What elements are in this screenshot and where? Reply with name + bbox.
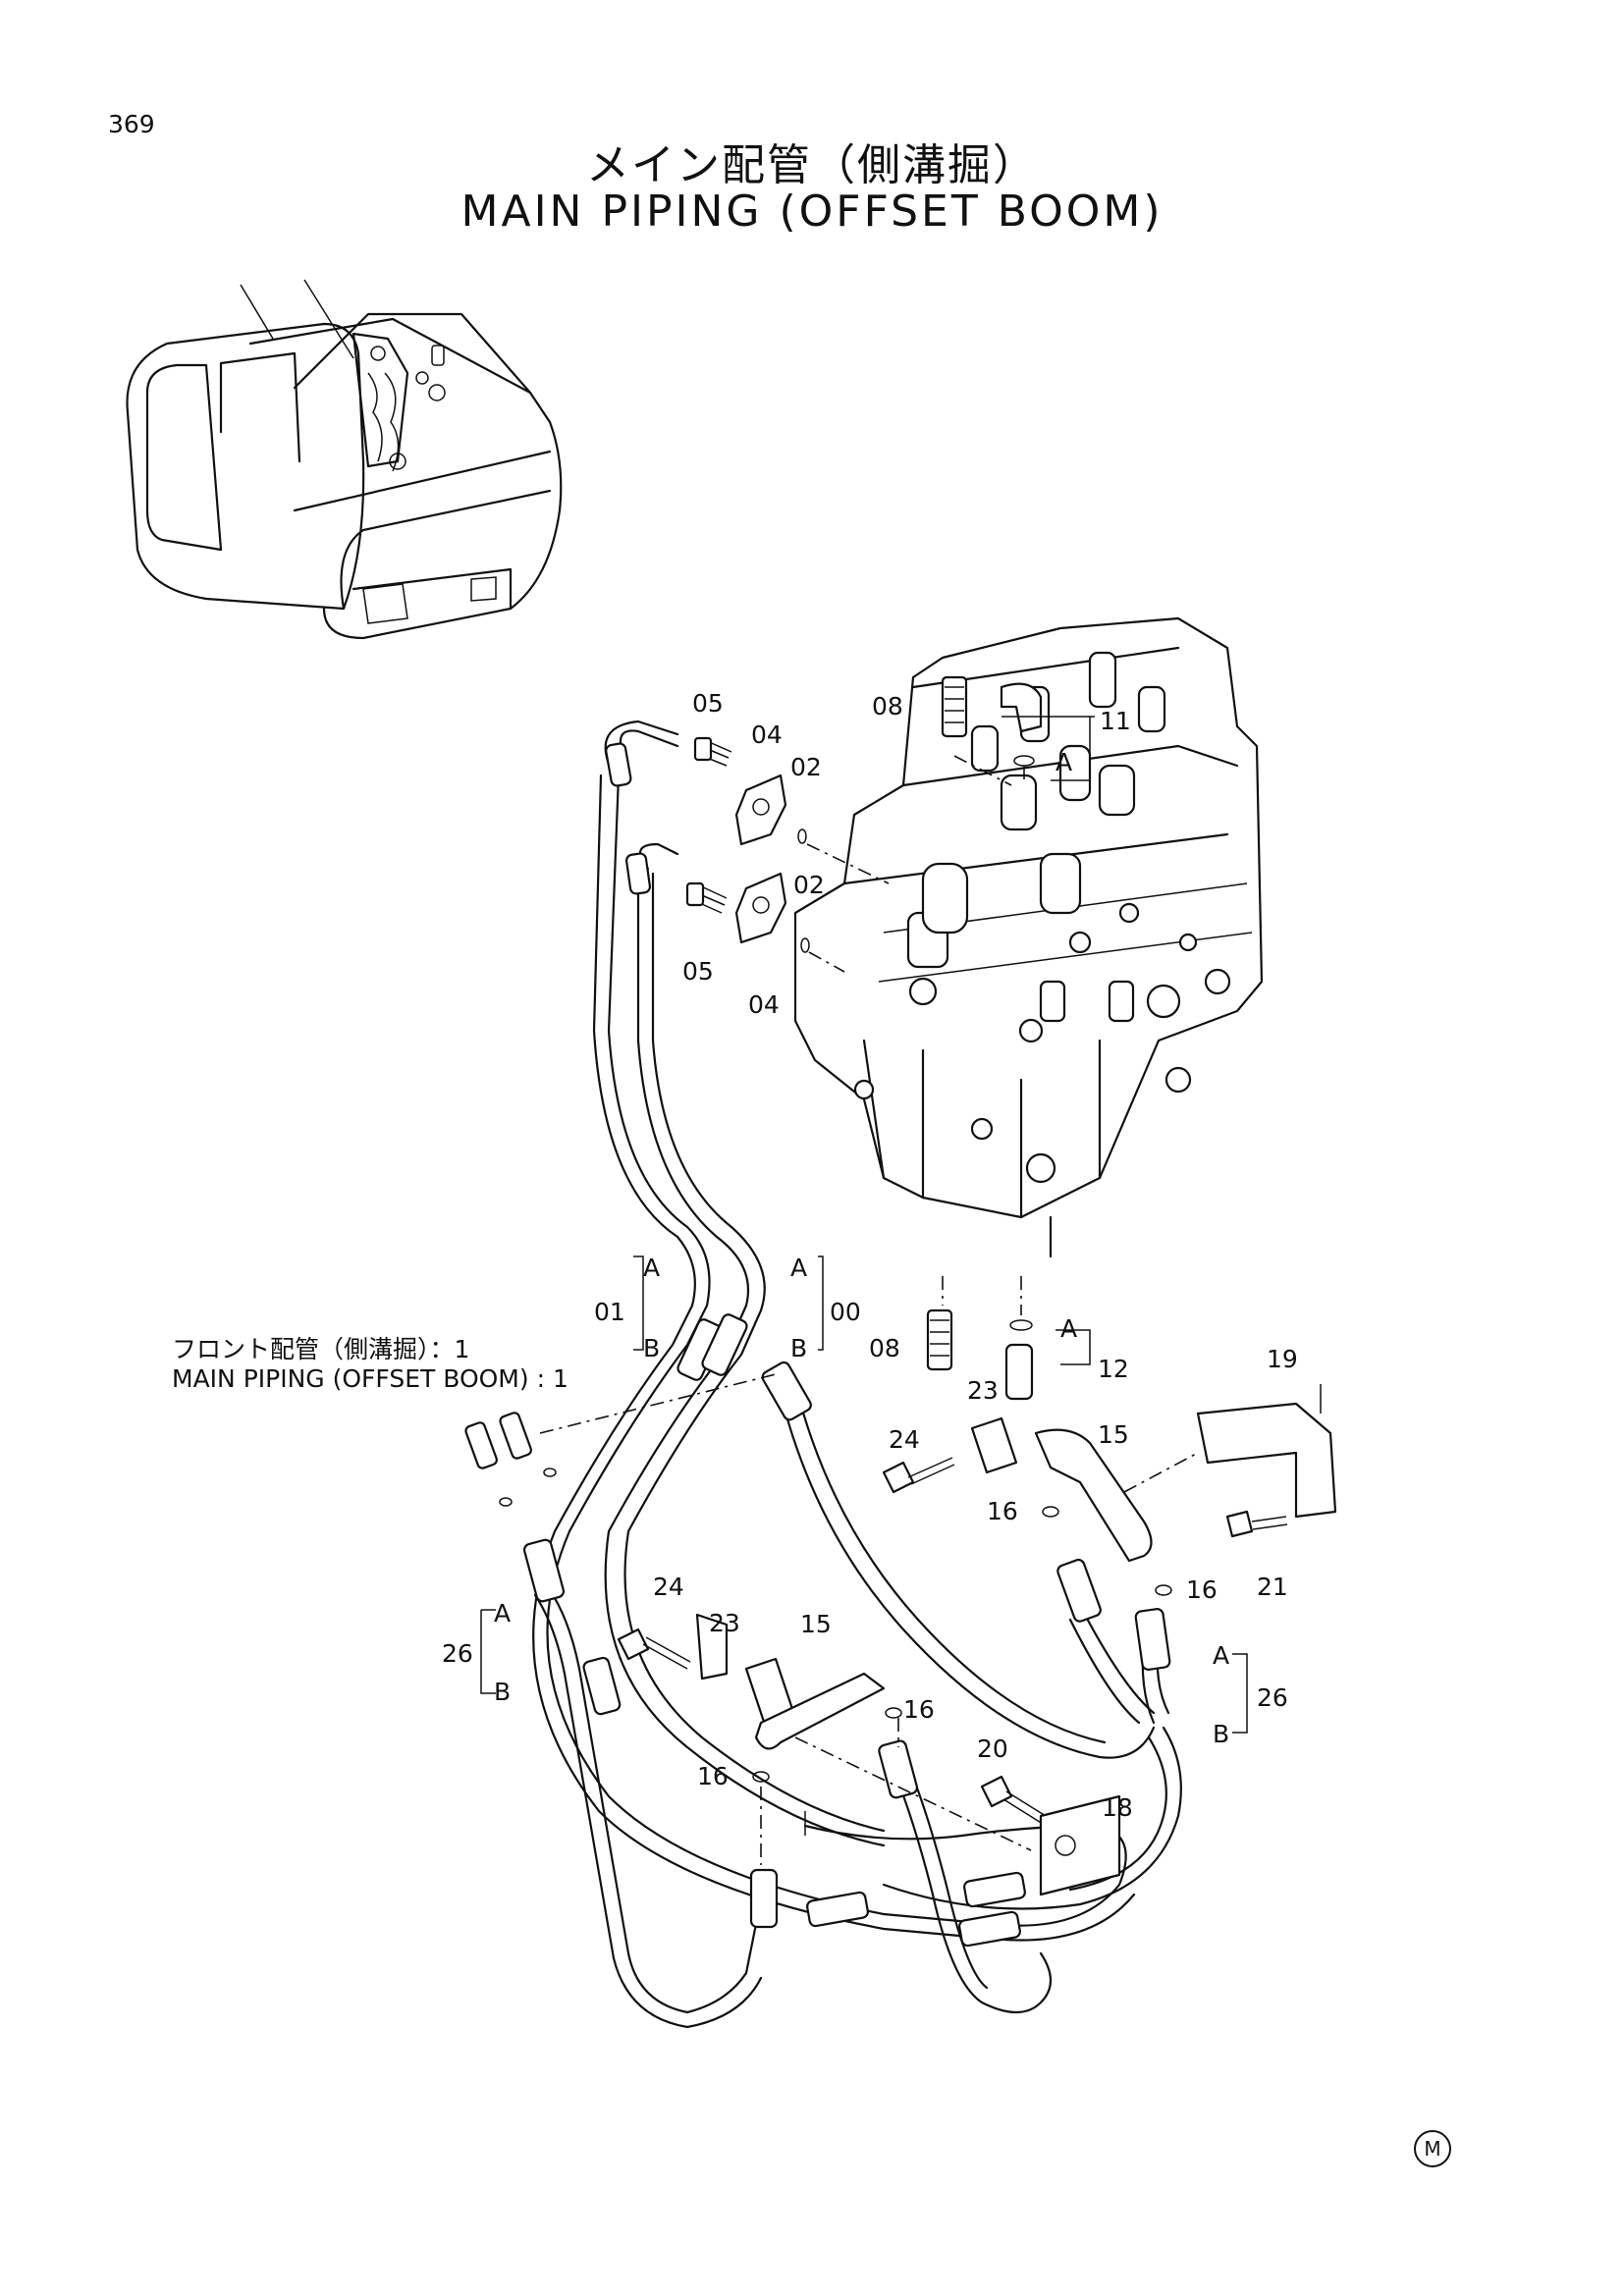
loose-fittings: [464, 1412, 557, 1507]
subassembly-label-japanese: フロント配管（側溝掘）：1: [172, 1335, 470, 1363]
callout-12: 12: [1098, 1355, 1129, 1383]
callout-21: 21: [1257, 1573, 1288, 1601]
callout-26-left: 26: [442, 1639, 473, 1668]
callout-08-upper: 08: [872, 692, 903, 721]
callout-A-11: A: [1056, 748, 1072, 776]
callout-23-upper: 23: [967, 1376, 999, 1405]
upper-flange-group: [685, 675, 1043, 973]
callout-15-lower: 15: [800, 1610, 832, 1638]
callout-02-upper: 02: [790, 753, 822, 781]
callout-B-00: B: [790, 1334, 807, 1362]
callout-16-left: 16: [697, 1762, 729, 1790]
elbow-and-clamp-group: [539, 1373, 1337, 1896]
corner-circle-mark: M: [1414, 2130, 1451, 2167]
callout-A-00: A: [790, 1254, 807, 1282]
control-valve-assembly: [793, 616, 1264, 1258]
callout-B-01: B: [643, 1334, 660, 1362]
callout-B-26-right: B: [1213, 1720, 1229, 1748]
callout-16-upper: 16: [987, 1497, 1018, 1525]
callout-05-lower: 05: [682, 957, 714, 986]
callout-15-upper: 15: [1098, 1420, 1129, 1449]
callout-16-mid: 16: [903, 1695, 935, 1724]
callout-01: 01: [594, 1298, 625, 1326]
callout-A-26-right: A: [1213, 1641, 1229, 1670]
callout-23-lower: 23: [709, 1609, 740, 1637]
callout-A-01: A: [643, 1254, 660, 1282]
callout-brackets: [480, 716, 1322, 1836]
callout-04-lower: 04: [748, 990, 780, 1019]
callout-24-lower: 24: [653, 1573, 684, 1601]
callout-16-right: 16: [1186, 1575, 1218, 1604]
callout-08-lower: 08: [869, 1334, 900, 1362]
page-number: 369: [108, 110, 155, 138]
callout-26-right: 26: [1257, 1683, 1288, 1712]
callout-11: 11: [1100, 707, 1131, 735]
callout-A-12: A: [1060, 1314, 1077, 1343]
page-title-english: MAIN PIPING (OFFSET BOOM): [460, 187, 1164, 237]
page-title-japanese: メイン配管（側溝掘）: [586, 140, 1038, 190]
callout-02-lower: 02: [793, 871, 825, 899]
callout-19: 19: [1267, 1345, 1298, 1373]
lower-fitting-group: [926, 1276, 1034, 1401]
callout-05-upper: 05: [692, 689, 724, 718]
callout-B-26-left: B: [494, 1678, 511, 1706]
callout-20: 20: [977, 1735, 1008, 1763]
callout-A-26-left: A: [494, 1599, 511, 1628]
callout-24-upper: 24: [889, 1425, 920, 1454]
callout-18: 18: [1102, 1793, 1133, 1822]
callout-numbers: 05 04 02 02 05 04 08 11 A 01 A B 00 A B …: [442, 689, 1298, 1822]
callout-00: 00: [830, 1298, 861, 1326]
subassembly-label-english: MAIN PIPING (OFFSET BOOM) : 1: [172, 1364, 568, 1393]
machine-location-thumbnail: [126, 279, 563, 640]
callout-04-upper: 04: [751, 721, 783, 749]
hose-lines: [522, 720, 1182, 2029]
